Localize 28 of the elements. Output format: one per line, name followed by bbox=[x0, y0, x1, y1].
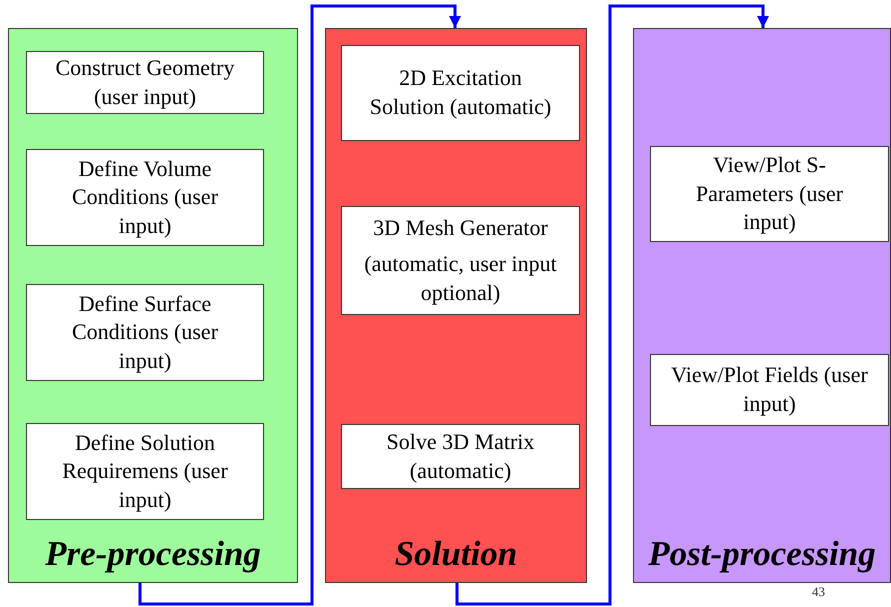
process-box bbox=[26, 423, 264, 520]
box-text: View/Plot Fields (user input) bbox=[670, 361, 869, 418]
stage-panel bbox=[8, 28, 298, 583]
flow-arrow bbox=[138, 4, 461, 606]
box-text: 2D Excitation Solution (automatic) bbox=[368, 64, 552, 121]
box-text: Define Surface Conditions (user input) bbox=[70, 290, 220, 375]
process-box bbox=[650, 146, 889, 242]
stage-panel bbox=[325, 28, 587, 583]
box-text: (automatic, user input optional) bbox=[363, 250, 558, 307]
process-box bbox=[341, 45, 580, 141]
stage-heading: Post-processing bbox=[647, 534, 877, 574]
box-text: Solve 3D Matrix (automatic) bbox=[386, 428, 536, 485]
process-box bbox=[26, 284, 264, 381]
box-text: View/Plot S-Parameters (user input) bbox=[694, 151, 844, 236]
process-box bbox=[26, 51, 264, 114]
flow-arrow bbox=[456, 4, 769, 606]
process-box bbox=[341, 206, 580, 315]
page-number: 43 bbox=[812, 584, 825, 600]
process-box bbox=[650, 354, 889, 426]
box-text: Construct Geometry (user input) bbox=[54, 54, 236, 111]
stage-heading: Solution bbox=[394, 534, 518, 574]
box-text: Define Volume Conditions (user input) bbox=[70, 154, 220, 240]
stage-panel bbox=[633, 28, 891, 583]
box-text: Define Solution Requiremens (user input) bbox=[61, 428, 229, 514]
process-box bbox=[26, 149, 264, 246]
box-text: 3D Mesh Generator bbox=[373, 214, 548, 242]
process-box bbox=[341, 424, 580, 489]
stage-heading: Pre-processing bbox=[44, 534, 262, 574]
